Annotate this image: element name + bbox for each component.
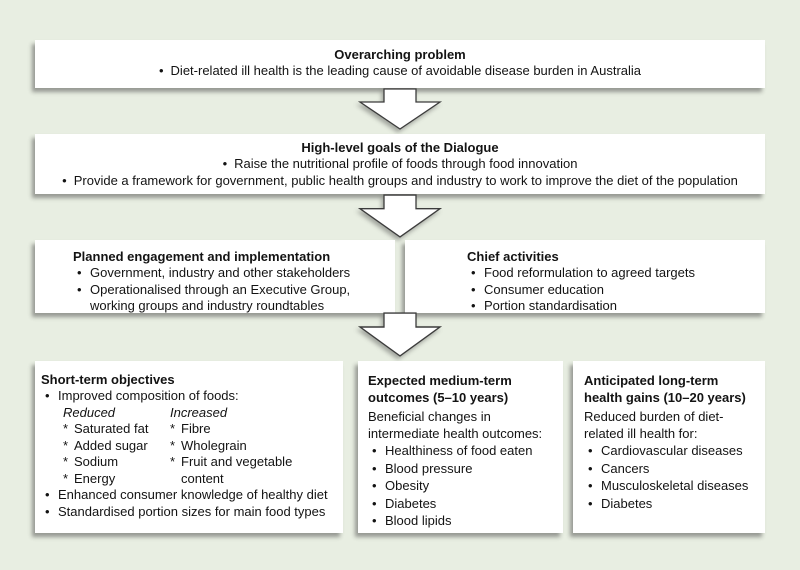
down-arrow-icon <box>357 194 443 238</box>
planned-engagement-title: Planned engagement and implementation <box>73 249 331 264</box>
reduced-increased-columns: Reduced Saturated fat Added sugar Sodium… <box>63 405 339 488</box>
bullet-item: Consumer education <box>467 282 757 299</box>
long-term-list: Cardiovascular diseases Cancers Musculos… <box>584 443 759 512</box>
bullet-item: Food reformulation to agreed targets <box>467 265 757 282</box>
reduced-item: Saturated fat <box>63 421 170 438</box>
box-medium-term-outcomes: Expected medium-term outcomes (5–10 year… <box>358 361 563 533</box>
bullet-item: Provide a framework for government, publ… <box>35 173 765 190</box>
medium-term-list: Healthiness of food eaten Blood pressure… <box>368 443 555 530</box>
short-term-objectives-title: Short-term objectives <box>41 372 175 387</box>
bullet-item: Obesity <box>368 478 555 495</box>
long-term-intro: Reduced burden of diet-related ill healt… <box>584 409 724 441</box>
planned-engagement-list: Government, industry and other stakehold… <box>73 265 387 315</box>
bullet-item: Enhanced consumer knowledge of healthy d… <box>41 487 339 504</box>
box-chief-activities: Chief activities Food reformulation to a… <box>405 240 765 315</box>
box-overarching-problem: Overarching problem Diet-related ill hea… <box>35 40 765 88</box>
overarching-problem-title: Overarching problem <box>334 47 466 62</box>
box-planned-engagement: Planned engagement and implementation Go… <box>35 240 395 313</box>
bullet-item: Diabetes <box>584 496 759 513</box>
bullet-item: Operationalised through an Executive Gro… <box>73 282 387 315</box>
down-arrow-icon <box>357 312 443 357</box>
box-short-term-objectives: Short-term objectives Improved compositi… <box>35 361 343 533</box>
short-term-list-top: Improved composition of foods: <box>41 388 339 405</box>
reduced-item: Energy <box>63 471 170 488</box>
short-term-list-bottom: Enhanced consumer knowledge of healthy d… <box>41 487 339 520</box>
reduced-column: Reduced Saturated fat Added sugar Sodium… <box>63 405 170 488</box>
bullet-item: Blood pressure <box>368 461 555 478</box>
overarching-problem-list: Diet-related ill health is the leading c… <box>35 63 765 80</box>
long-term-gains-title: Anticipated long-term health gains (10–2… <box>584 373 746 405</box>
chief-activities-list: Food reformulation to agreed targets Con… <box>467 265 757 315</box>
bullet-item: Government, industry and other stakehold… <box>73 265 387 282</box>
reduced-header: Reduced <box>63 404 116 420</box>
bullet-item: Improved composition of foods: <box>41 388 339 405</box>
bullet-item: Portion standardisation <box>467 298 757 315</box>
bullet-item: Healthiness of food eaten <box>368 443 555 460</box>
box-long-term-gains: Anticipated long-term health gains (10–2… <box>573 361 765 533</box>
increased-item: Fruit and vegetable content <box>170 454 330 487</box>
medium-term-intro: Beneficial changes in intermediate healt… <box>368 409 543 441</box>
bullet-item: Diabetes <box>368 496 555 513</box>
increased-item: Wholegrain <box>170 438 330 455</box>
high-level-goals-title: High-level goals of the Dialogue <box>301 140 499 155</box>
bullet-item: Musculoskeletal diseases <box>584 478 759 495</box>
bullet-item: Raise the nutritional profile of foods t… <box>35 156 765 173</box>
medium-term-outcomes-title: Expected medium-term outcomes (5–10 year… <box>368 373 512 405</box>
chief-activities-title: Chief activities <box>467 249 559 264</box>
reduced-item: Added sugar <box>63 438 170 455</box>
bullet-item: Standardised portion sizes for main food… <box>41 504 339 521</box>
increased-column: Increased Fibre Wholegrain Fruit and veg… <box>170 405 330 488</box>
bullet-item: Cardiovascular diseases <box>584 443 759 460</box>
bullet-item: Blood lipids <box>368 513 555 530</box>
increased-header: Increased <box>170 404 228 420</box>
increased-item: Fibre <box>170 421 330 438</box>
reduced-item: Sodium <box>63 454 170 471</box>
bullet-item: Diet-related ill health is the leading c… <box>35 63 765 80</box>
down-arrow-icon <box>357 88 443 130</box>
bullet-item: Cancers <box>584 461 759 478</box>
box-high-level-goals: High-level goals of the Dialogue Raise t… <box>35 134 765 194</box>
high-level-goals-list: Raise the nutritional profile of foods t… <box>35 156 765 189</box>
